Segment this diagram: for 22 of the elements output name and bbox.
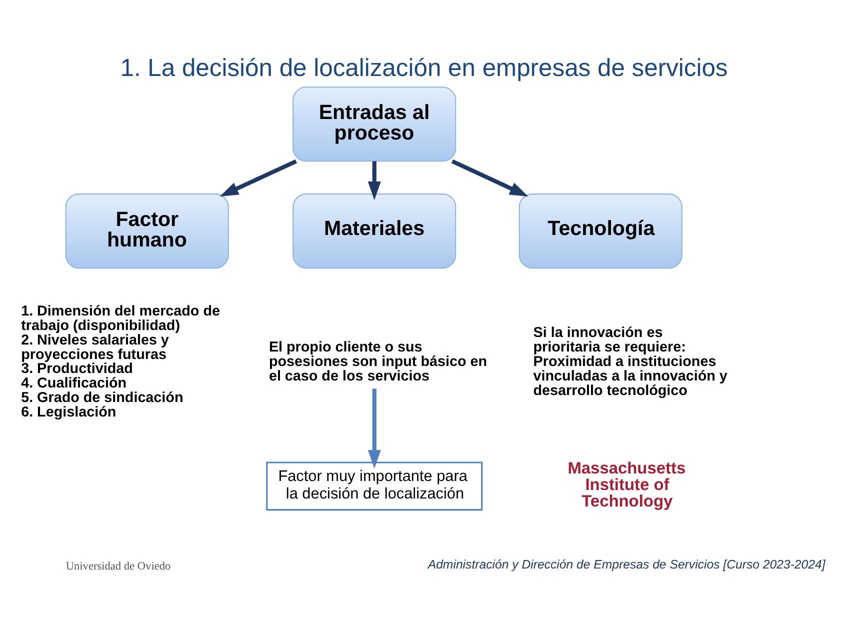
node-label: 5. Grado de sindicación xyxy=(21,390,184,406)
arrow xyxy=(220,158,297,196)
node-box: Entradas al proceso xyxy=(292,86,456,162)
node-label: Si la innovación es prioritaria se requiere: xyxy=(533,324,686,356)
node-box: Materiales xyxy=(292,193,456,268)
node-text: El propio cliente o sus posesiones son input básico en el caso de los servicios xyxy=(268,339,488,384)
diagram-title: 1. La decisión de localización en empresas de servicios xyxy=(120,54,728,82)
node-label: 3. Productividad xyxy=(21,360,133,377)
label: Massachusetts Institute of Technology xyxy=(568,459,686,510)
node-label: 1. Dimensión del mercado de trabajo (disponibilidad) xyxy=(21,303,220,334)
node-label: Proximidad a instituciones vinculadas a la innovación y desarrollo tecnológico xyxy=(533,354,728,398)
node-box: Tecnología xyxy=(518,193,682,268)
arrow xyxy=(368,388,381,468)
node-label: 4. Cualificación xyxy=(21,375,127,392)
node-label: 2. Niveles salariales y proyecciones futuras xyxy=(21,332,169,362)
label: Universidad de Oviedo xyxy=(66,560,171,572)
label: Administración y Dirección de Empresas de Servicios [Curso 2023-2024] xyxy=(428,557,826,572)
arrow xyxy=(368,160,381,200)
node-label: 6. Legislación xyxy=(21,404,116,420)
arrow xyxy=(451,158,528,196)
node-box: Factor muy importante para la decisión de localización xyxy=(266,461,483,510)
node-box: Factor humano xyxy=(65,193,229,268)
